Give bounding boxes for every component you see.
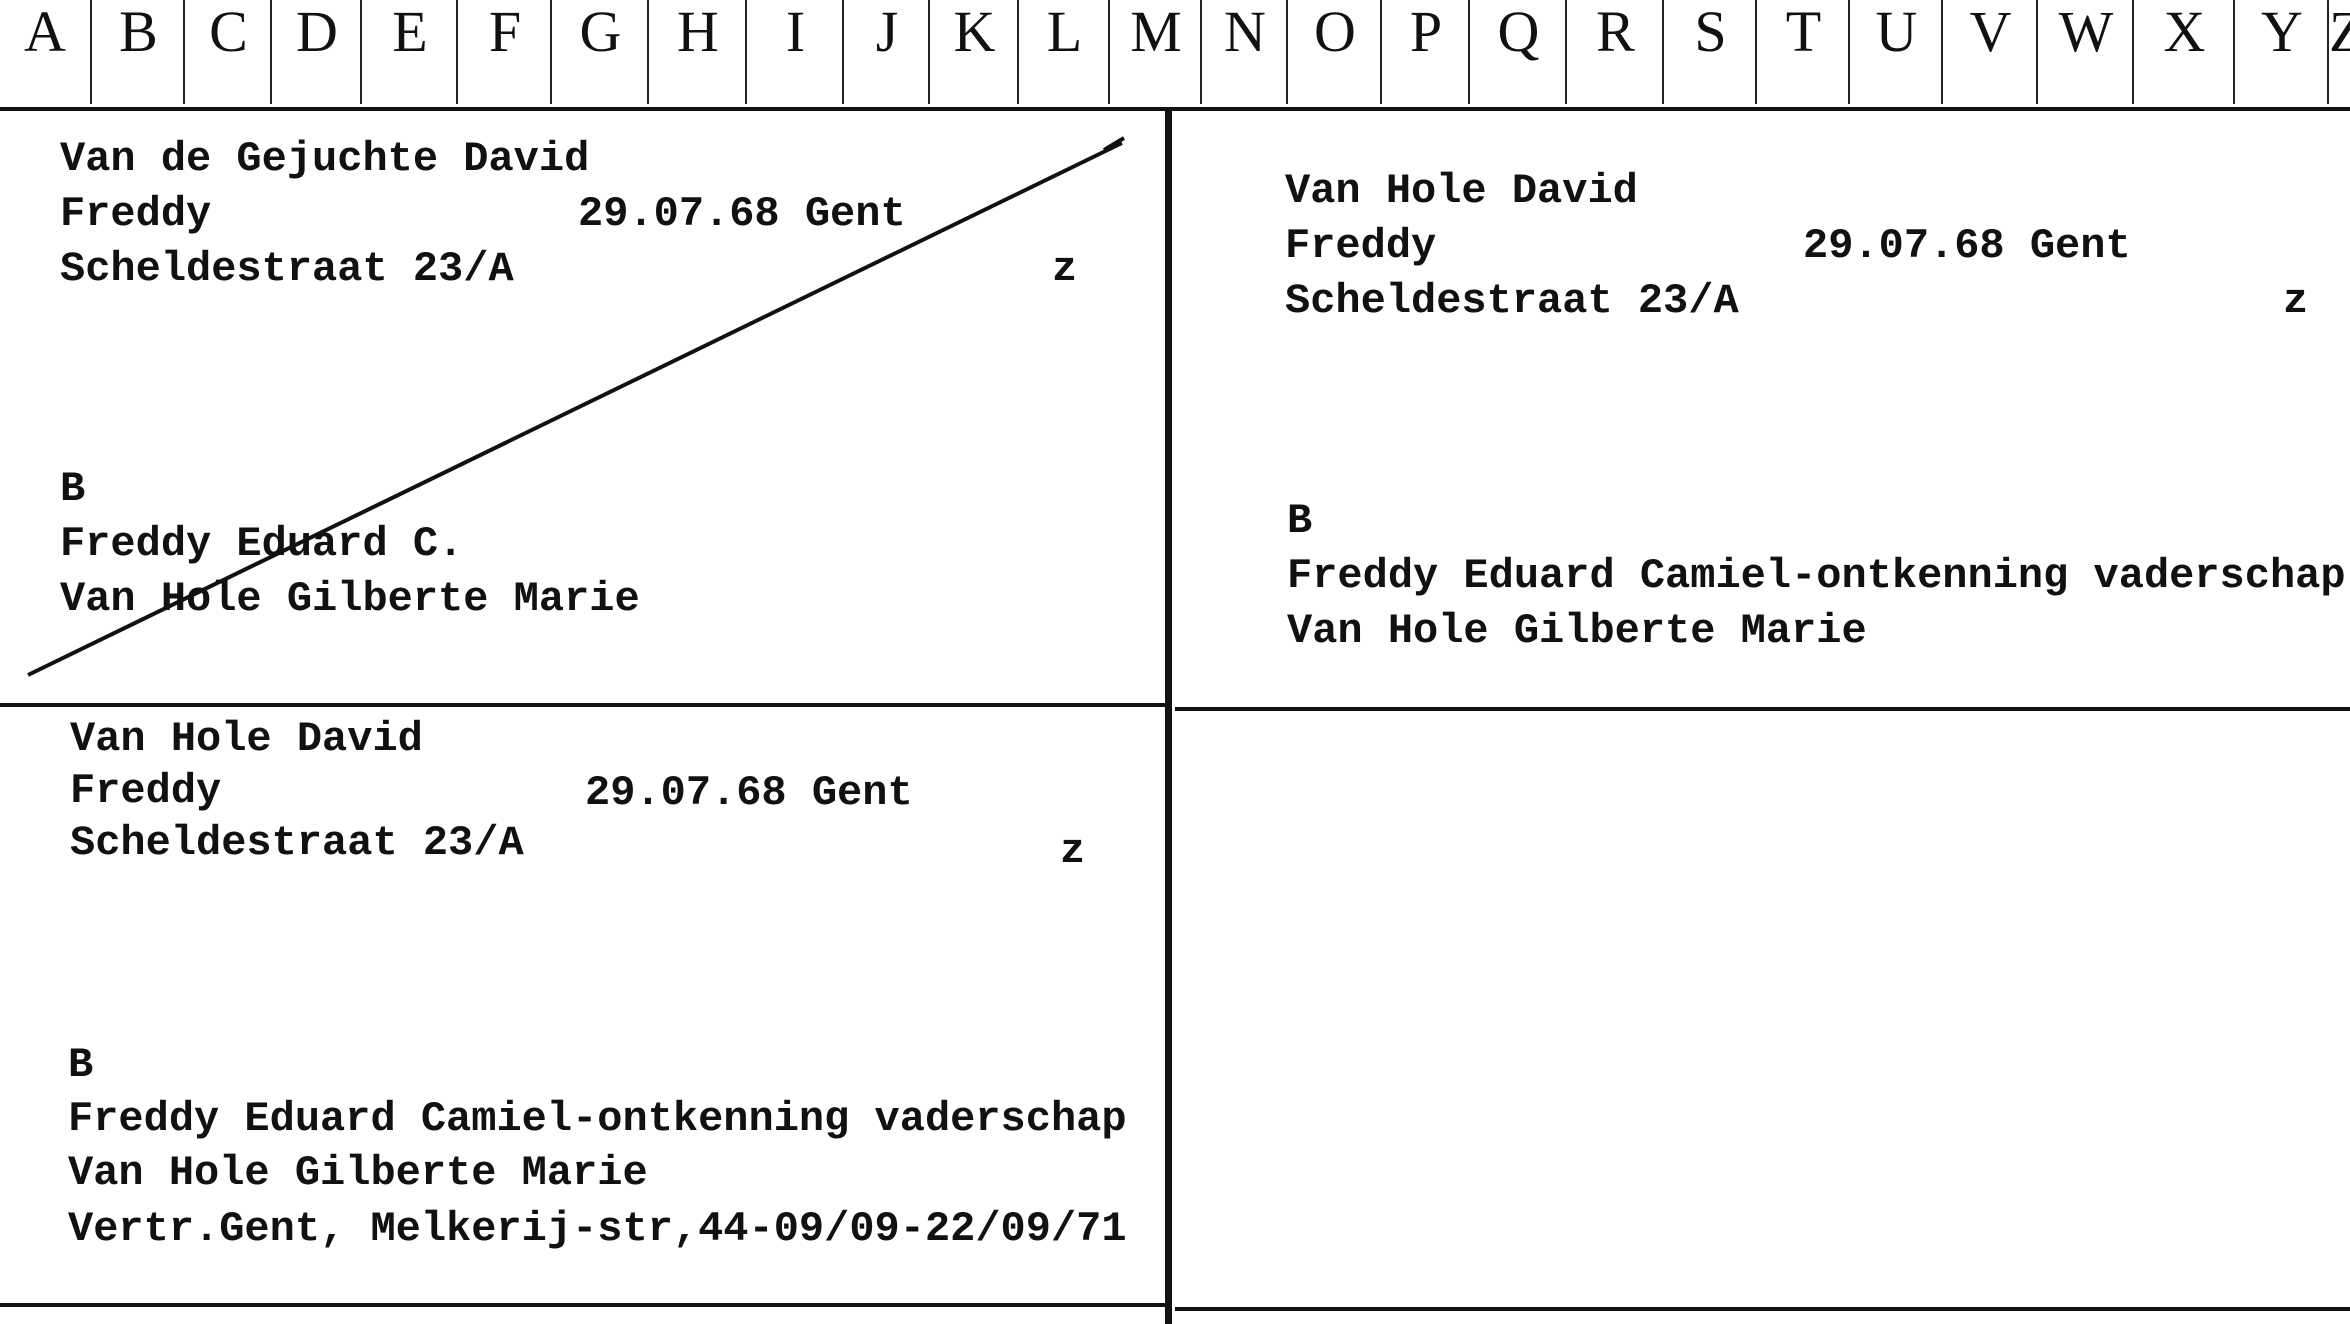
alphabet-letter-u: U (1848, 0, 1943, 104)
card2-name: Van Hole David (1285, 167, 1638, 215)
record-card-4-empty (1175, 712, 2350, 1306)
alphabet-letter-j: J (842, 0, 930, 104)
card3-given-name: Freddy (70, 767, 222, 815)
alphabet-letter-b: B (90, 0, 185, 104)
alphabet-letter-x: X (2132, 0, 2235, 104)
card2-mother: Van Hole Gilberte Marie (1287, 607, 1867, 655)
alphabet-letter-l: L (1017, 0, 1110, 104)
card1-birth: 29.07.68 Gent (578, 190, 906, 238)
row-divider-right (1175, 707, 2350, 711)
alphabet-letter-w: W (2036, 0, 2134, 104)
alphabet-letter-h: H (647, 0, 747, 104)
card2-birth: 29.07.68 Gent (1803, 222, 2131, 270)
alphabet-letter-r: R (1565, 0, 1664, 104)
card2-b-label: B (1287, 497, 1313, 545)
card1-mother: Van Hole Gilberte Marie (60, 575, 640, 623)
center-divider (1165, 107, 1172, 1324)
card2-address: Scheldestraat 23/A (1285, 277, 1739, 325)
card1-address: Scheldestraat 23/A (60, 245, 514, 293)
card1-father: Freddy Eduard C. (60, 520, 464, 568)
card3-mother: Van Hole Gilberte Marie (68, 1149, 648, 1197)
alphabet-letter-a: A (24, 0, 66, 64)
card1-b-label: B (60, 465, 86, 513)
card1-given-name: Freddy (60, 190, 212, 238)
card3-note: Vertr.Gent, Melkerij-str,44-09/09-22/09/… (68, 1205, 1127, 1253)
card3-birth: 29.07.68 Gent (585, 769, 913, 817)
card2-father: Freddy Eduard Camiel-ontkenning vadersch… (1287, 552, 2346, 600)
alphabet-letter-e: E (360, 0, 458, 104)
alphabet-letter-c: C (183, 0, 272, 104)
record-card-2: Van Hole David Freddy 29.07.68 Gent Sche… (1175, 110, 2350, 706)
alphabet-letter-d: D (270, 0, 362, 104)
alphabet-letter-k: K (928, 0, 1019, 104)
card1-name: Van de Gejuchte David (60, 135, 590, 183)
bottom-divider-left (0, 1303, 1165, 1307)
alphabet-letter-n: N (1200, 0, 1288, 104)
alphabet-letter-v: V (1941, 0, 2038, 104)
alphabet-letter-o: O (1286, 0, 1382, 104)
card3-b-label: B (68, 1041, 94, 1089)
card3-father: Freddy Eduard Camiel-ontkenning vadersch… (68, 1095, 1127, 1143)
card1-code: z (1052, 245, 1078, 293)
card3-address: Scheldestraat 23/A (70, 819, 524, 867)
alphabet-letter-s: S (1662, 0, 1757, 104)
bottom-divider-right (1175, 1307, 2350, 1311)
row-divider-left (0, 703, 1165, 707)
alphabet-letter-f: F (456, 0, 552, 104)
alphabet-letter-z: Z (2327, 0, 2350, 104)
card3-code: z (1060, 827, 1086, 875)
record-card-3: Van Hole David Freddy 29.07.68 Gent Sche… (0, 708, 1165, 1302)
record-card-1: Van de Gejuchte David Freddy 29.07.68 Ge… (0, 110, 1165, 702)
alphabet-letter-i: I (745, 0, 844, 104)
alphabet-letter-p: P (1380, 0, 1470, 104)
alphabet-letter-q: Q (1468, 0, 1567, 104)
card3-name: Van Hole David (70, 715, 423, 763)
card2-given-name: Freddy (1285, 222, 1437, 270)
alphabet-letter-y: Y (2233, 0, 2329, 104)
alphabet-letter-m: M (1108, 0, 1202, 104)
card2-code: z (2283, 277, 2309, 325)
alphabet-letter-t: T (1755, 0, 1850, 104)
alphabet-letter-g: G (550, 0, 649, 104)
